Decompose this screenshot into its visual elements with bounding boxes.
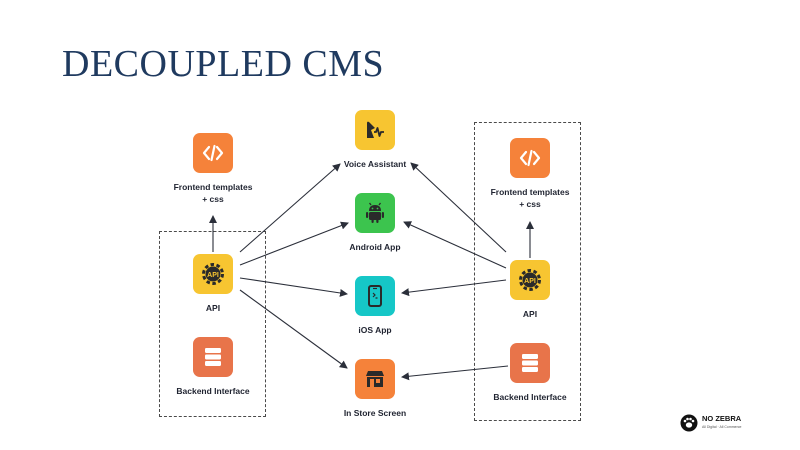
mobile-phone-icon [368, 285, 382, 307]
server-icon [522, 354, 538, 372]
right-frontend-node [510, 138, 550, 178]
voice-assistant-label: Voice Assistant [343, 159, 407, 169]
right-frontend-label: Frontend templates+ css [490, 187, 570, 209]
left-backend-label: Backend Interface [176, 386, 250, 396]
ios-app-label: iOS App [358, 325, 392, 335]
server-icon [205, 348, 221, 366]
in-store-screen-node [355, 359, 395, 399]
storefront-icon [366, 371, 384, 387]
right-api-label: API [522, 309, 538, 319]
arrow-right-api-to-voice [410, 162, 507, 253]
arrow-right-api-to-android [403, 221, 507, 269]
left-frontend-label: Frontend templates+ css [173, 182, 253, 204]
svg-text:API: API [207, 272, 219, 279]
left-api-node: API [193, 254, 233, 294]
logo-tagline: All Digital · All Commerce [702, 425, 742, 429]
zebra-paw-icon [680, 414, 698, 432]
code-icon [519, 149, 541, 167]
left-frontend-node [193, 133, 233, 173]
ios-app-node [355, 276, 395, 316]
arrow-left-api-to-android [239, 221, 349, 266]
right-headless-group [474, 122, 581, 421]
android-app-node [355, 193, 395, 233]
api-gear-icon: API [202, 263, 224, 285]
left-backend-node [193, 337, 233, 377]
arrow-right-api-to-ios [401, 279, 507, 297]
code-icon [202, 144, 224, 162]
page-title: DECOUPLED CMS [62, 43, 385, 85]
left-api-label: API [205, 303, 221, 313]
android-icon [366, 202, 384, 223]
svg-text:API: API [524, 278, 536, 285]
arrow-left-api-to-ios [239, 277, 348, 297]
logo-name: NO ZEBRA [702, 414, 742, 423]
api-gear-icon: API [519, 269, 541, 291]
right-api-node: API [510, 260, 550, 300]
voice-assistant-icon [367, 121, 384, 138]
arrow-left-api-to-store [239, 289, 348, 369]
right-backend-node [510, 343, 550, 383]
in-store-screen-label: In Store Screen [343, 408, 407, 418]
right-backend-label: Backend Interface [493, 392, 567, 402]
arrow-right-backend-to-store [401, 365, 509, 381]
voice-assistant-node [355, 110, 395, 150]
arrow-left-api-to-voice [239, 163, 341, 253]
android-app-label: Android App [349, 242, 401, 252]
no-zebra-logo: NO ZEBRA All Digital · All Commerce [680, 414, 741, 432]
